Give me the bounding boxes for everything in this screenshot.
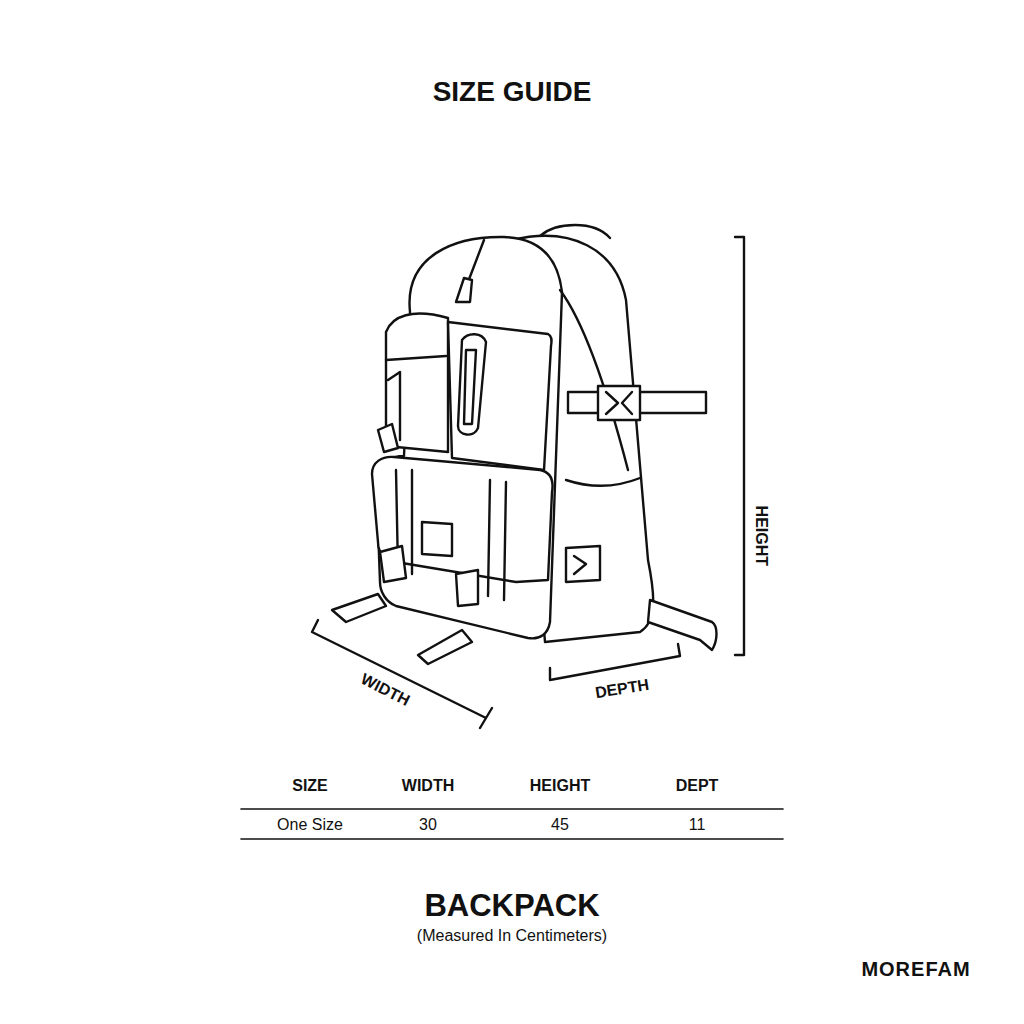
side-seam — [560, 290, 628, 470]
front-pocket — [448, 322, 552, 470]
front-strap — [396, 470, 506, 600]
side-buckle — [606, 392, 632, 414]
side-pocket — [386, 314, 448, 452]
side-pocket — [566, 478, 640, 486]
table-header: WIDTH — [402, 777, 454, 795]
caption: BACKPACK — [424, 889, 599, 923]
table-rule — [241, 808, 783, 810]
dimension-bracket — [312, 620, 492, 728]
logo-patch — [422, 522, 452, 556]
dimension-bracket — [735, 237, 744, 655]
table-cell: 30 — [419, 816, 437, 834]
table-cell: One Size — [277, 816, 343, 834]
bottom-strap — [418, 630, 472, 664]
dimension-label: WIDTH — [358, 670, 413, 709]
zipper — [468, 240, 484, 282]
unit-note: (Measured In Centimeters) — [417, 927, 607, 945]
dimension-label: DEPTH — [594, 676, 650, 702]
table-cell: 11 — [689, 816, 706, 834]
side-buckle — [566, 546, 600, 582]
table-rule — [241, 838, 783, 840]
table-header: HEIGHT — [530, 777, 590, 795]
buckle — [456, 570, 478, 606]
bottom-strap — [332, 594, 386, 622]
buckle — [380, 546, 406, 582]
side-buckle — [574, 556, 586, 574]
table-header: SIZE — [292, 777, 328, 795]
table-cell: 45 — [551, 816, 569, 834]
shoulder-strap — [648, 600, 717, 650]
buckle — [378, 424, 398, 452]
pocket-loop — [464, 350, 476, 424]
pocket-strap — [386, 356, 446, 440]
side-buckle — [598, 386, 640, 420]
pocket-loop — [458, 334, 486, 434]
zipper-pull — [456, 278, 472, 302]
dimension-label: HEIGHT — [752, 506, 770, 566]
front-pocket — [372, 457, 553, 582]
title: SIZE GUIDE — [433, 77, 592, 108]
table-header: DEPT — [676, 777, 719, 795]
brand-mark: MOREFAM — [861, 958, 970, 980]
dimension-bracket — [550, 644, 680, 680]
